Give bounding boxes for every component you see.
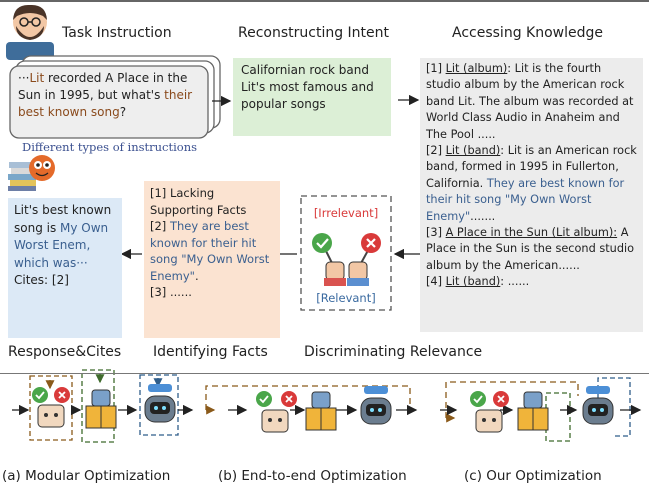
knowledge-box: [1] Lit (album): Lit is the fourth studi… (420, 58, 643, 332)
instruction-body: recorded A Place in the Sun in 1995, but… (18, 71, 188, 102)
section-divider (0, 373, 649, 374)
label-response-cites: Response&Cites (8, 344, 122, 360)
fact-1: [1] Lacking Supporting Facts (150, 186, 247, 217)
fact-2: [2] They are best known for their hit so… (150, 219, 270, 283)
facts-box: [1] Lacking Supporting Facts [2] They ar… (144, 181, 280, 338)
chat-robot-icon (144, 384, 176, 423)
judge-icon (312, 233, 381, 286)
reading-robot-icon (305, 391, 337, 431)
robot-icon (470, 391, 509, 433)
doc-title: Lit (album) (445, 62, 508, 75)
instruction-ellipsis: ··· (18, 71, 30, 85)
doc-title: Lit (band) (445, 144, 501, 158)
end-to-end-optimization-diagram (205, 385, 418, 416)
robot-icon (32, 387, 70, 428)
caption-modular: (a) Modular Optimization (2, 468, 171, 484)
chat-robot-icon (360, 386, 392, 425)
chat-robot-icon (582, 386, 614, 425)
header-task-instruction: Task Instruction (62, 25, 172, 41)
reading-robot-icon (517, 391, 549, 431)
our-optimization-diagram (440, 377, 642, 442)
books-reader-icon (8, 155, 55, 191)
instruction-question: their best known song (18, 88, 193, 119)
response-cites: Cites: [2] (14, 273, 69, 287)
instruction-question-mark: ? (119, 105, 127, 119)
caption-ours: (c) Our Optimization (464, 468, 602, 484)
fact-3: [3] ...... (150, 285, 192, 299)
instruction-entity: Lit (29, 71, 45, 85)
doc-title: A Place in the Sun (Lit album): (445, 226, 618, 240)
header-reconstructing-intent: Reconstructing Intent (238, 25, 390, 41)
doc-title: Lit (band) (445, 275, 501, 289)
knowledge-doc-1: [1] Lit (album): Lit is the fourth studi… (426, 62, 634, 141)
label-identifying-facts: Identifying Facts (153, 344, 268, 360)
response-text: Lit's best known song is My Own Worst En… (14, 203, 112, 270)
user-avatar-icon (6, 4, 54, 60)
instruction-text: ···Lit recorded A Place in the Sun in 19… (18, 70, 206, 121)
instruction-caption: Different types of instructions (22, 140, 198, 154)
robot-icon (256, 391, 297, 433)
intent-box: Californian rock band Lit's most famous … (233, 58, 391, 136)
top-divider (0, 0, 649, 2)
relevant-label: [Relevant] (316, 291, 376, 305)
irrelevant-label: [Irrelevant] (313, 206, 379, 220)
doc-highlight: They are best known for their hit song "… (426, 176, 625, 223)
header-accessing-knowledge: Accessing Knowledge (452, 25, 603, 41)
knowledge-doc-2: [2] Lit (band): Lit is an American rock … (426, 144, 637, 223)
instruction-card-stack (9, 55, 221, 139)
relevance-box (300, 195, 392, 311)
label-discriminating-relevance: Discriminating Relevance (304, 344, 483, 360)
caption-end-to-end: (b) End-to-end Optimization (218, 468, 407, 484)
reading-robot-icon (85, 389, 117, 429)
knowledge-doc-4: [4] Lit (band): ...... (426, 275, 530, 289)
knowledge-doc-3: [3] A Place in the Sun (Lit album): A Pl… (426, 226, 635, 272)
response-box: Lit's best known song is My Own Worst En… (8, 198, 122, 338)
